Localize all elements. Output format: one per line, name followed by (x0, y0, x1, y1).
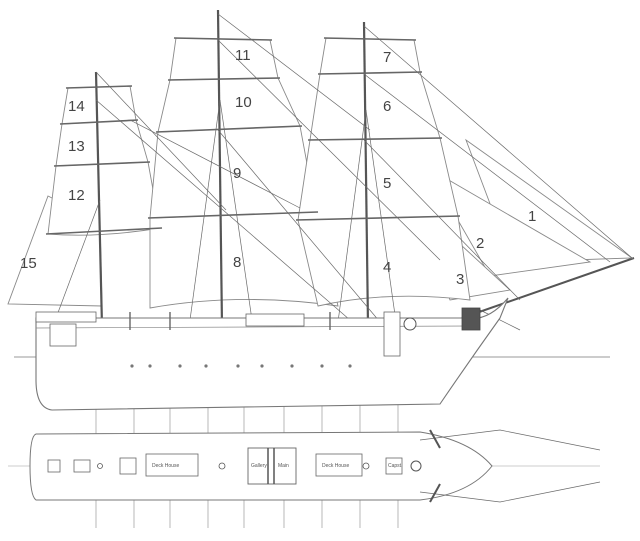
sail-label-15: 15 (20, 255, 37, 272)
hatch-right-label: Main (278, 463, 289, 469)
sail-label-4: 4 (383, 259, 391, 276)
sail-10 (157, 77, 301, 134)
sail-label-8: 8 (233, 254, 241, 271)
hull-profile (35, 297, 509, 411)
hatch-left-label: Gallery (251, 463, 267, 469)
sail-label-1: 1 (528, 208, 536, 225)
sail-4 (297, 215, 471, 307)
deck-house-fwd-label: Deck House (322, 463, 349, 469)
sail-5 (297, 137, 459, 223)
sail-label-3: 3 (456, 271, 464, 288)
sail-label-7: 7 (383, 49, 391, 66)
sail-label-10: 10 (235, 94, 252, 111)
deck-plan: Deck House Gallery Main Deck House Capst… (29, 429, 601, 503)
sail-label-5: 5 (383, 175, 391, 192)
rigging (55, 13, 633, 323)
mizzen-sails (47, 85, 161, 236)
sail-label-6: 6 (383, 98, 391, 115)
sail-label-9: 9 (233, 165, 241, 182)
deck-house-aft-label: Deck House (152, 463, 179, 469)
sail-label-12: 12 (68, 187, 85, 204)
yards (45, 37, 461, 235)
bowsprit (461, 257, 635, 331)
fwd-small-label: Capst. (388, 463, 402, 469)
sail-label-13: 13 (68, 138, 85, 155)
sail-number-labels: 1 2 3 4 5 6 7 8 9 10 11 12 13 14 15 (20, 47, 536, 288)
sail-7 (319, 37, 421, 77)
sail-11 (169, 37, 279, 83)
sail-label-2: 2 (476, 235, 484, 252)
sail-label-14: 14 (68, 98, 85, 115)
fore-sails (297, 37, 471, 307)
portholes (130, 364, 352, 368)
main-sails (149, 37, 339, 309)
sail-label-11: 11 (235, 47, 251, 64)
sail-12 (47, 161, 161, 236)
